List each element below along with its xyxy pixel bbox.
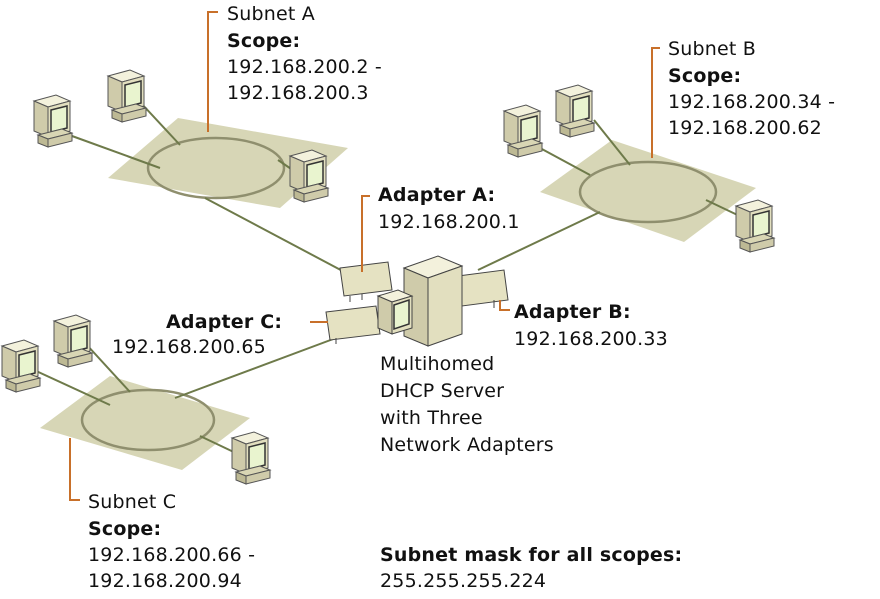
subnet-b-range-start: 192.168.200.34 - [668, 91, 836, 113]
server-description-line1: Multihomed [380, 353, 495, 375]
subnet-a-plate [108, 118, 348, 208]
subnet-b-range-end: 192.168.200.62 [668, 117, 822, 139]
subnet-a-ring [146, 136, 286, 200]
subnet-c-ring [80, 388, 216, 452]
adapter-b-ip: 192.168.200.33 [514, 328, 668, 350]
subnet-a-label: Subnet A [227, 3, 315, 25]
subnet-mask-value: 255.255.255.224 [380, 570, 547, 592]
computer-icon [33, 94, 73, 148]
subnet-c-cables [33, 331, 353, 456]
subnet-mask-label: Subnet mask for all scopes: [380, 544, 683, 566]
subnet-c-range-start: 192.168.200.66 - [88, 544, 256, 566]
adapter-a-label: Adapter A: [378, 184, 496, 206]
server-description-line3: with Three [380, 407, 483, 429]
subnet-a-cables [71, 101, 353, 277]
subnet-c-plate [40, 376, 250, 470]
computer-icon [503, 104, 543, 158]
subnet-b-plate [540, 140, 756, 242]
computer-icon [107, 69, 147, 123]
dhcp-server-icon [325, 255, 509, 347]
server-description-line2: DHCP Server [380, 380, 505, 402]
adapter-a-ip: 192.168.200.1 [378, 211, 520, 233]
server-description-line4: Network Adapters [380, 434, 554, 456]
computer-icon [735, 199, 775, 253]
adapter-c-label: Adapter C: [166, 311, 283, 333]
adapter-c-ip: 192.168.200.65 [112, 336, 266, 358]
subnet-c-label: Subnet C [88, 491, 177, 513]
subnet-b-cables [477, 119, 749, 271]
subnet-b-label: Subnet B [668, 38, 757, 60]
subnet-b-scope-label: Scope: [668, 65, 742, 87]
leader-lines [69, 11, 660, 501]
subnet-c-range-end: 192.168.200.94 [88, 570, 242, 592]
subnet-a-range-start: 192.168.200.2 - [227, 56, 382, 78]
computer-icon [289, 149, 329, 203]
subnet-c-scope-label: Scope: [88, 518, 162, 540]
subnet-a-range-end: 192.168.200.3 [227, 82, 369, 104]
computer-icon [231, 431, 271, 485]
computer-icon [1, 339, 41, 393]
computer-icon [53, 314, 93, 368]
adapter-b-label: Adapter B: [514, 301, 631, 323]
subnet-a-scope-label: Scope: [227, 30, 301, 52]
subnet-b-ring [578, 160, 718, 224]
computer-icon [555, 84, 595, 138]
